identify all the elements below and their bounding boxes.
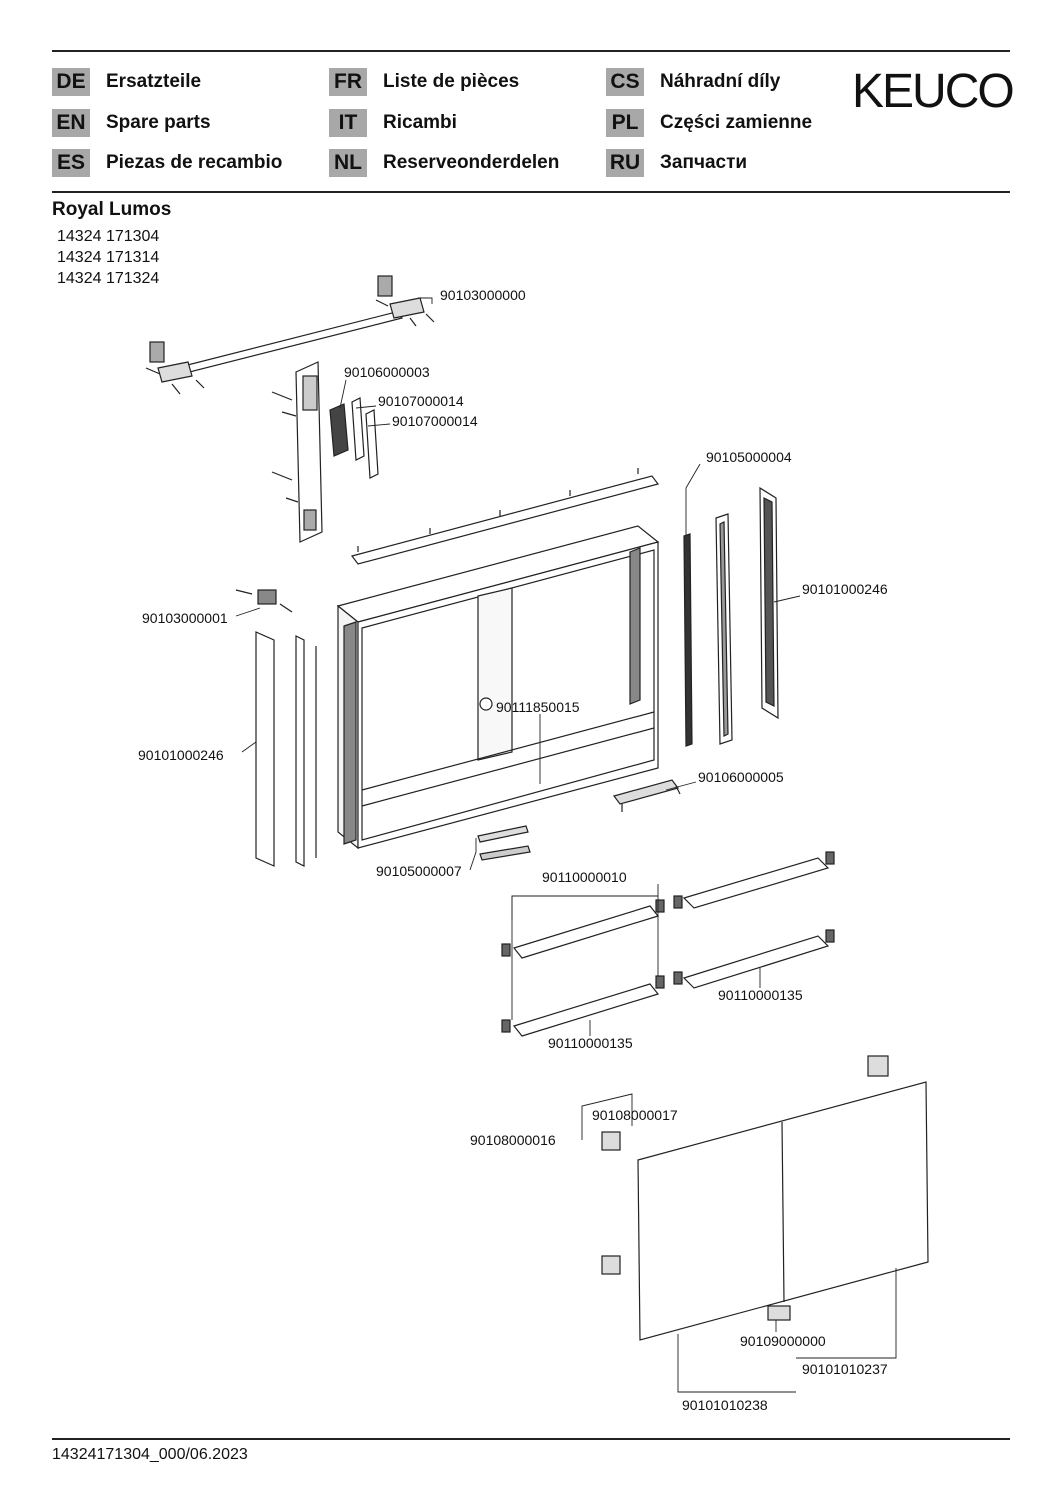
part-number-label: 90107000014 — [392, 413, 478, 429]
language-entry-fr: FR Liste de pièces — [329, 67, 519, 97]
part-number-label: 90103000001 — [142, 610, 228, 626]
part-number-label: 90105000007 — [376, 863, 462, 879]
part-number-label: 90101010238 — [682, 1397, 768, 1413]
bottom-light-strip-drawing — [477, 825, 531, 861]
language-entry-es: ES Piezas de recambio — [52, 148, 282, 178]
part-number-label: 90103000000 — [440, 287, 526, 303]
language-code-badge: FR — [329, 68, 367, 96]
language-code-badge: NL — [329, 149, 367, 177]
language-label: Reserveonderdelen — [383, 152, 560, 173]
language-label: Запчасти — [660, 152, 748, 173]
language-code-badge: PL — [606, 109, 644, 137]
right-side-parts-drawing — [683, 486, 779, 747]
control-profile-drawing — [271, 361, 323, 543]
article-number: 14324 171304 — [57, 228, 160, 245]
language-code-badge: IT — [329, 109, 367, 137]
glass-shelves-drawing — [501, 851, 835, 1037]
language-label: Części zamienne — [660, 112, 813, 133]
part-number-label: 90101000246 — [802, 581, 888, 597]
part-number-label: 90111850015 — [496, 699, 580, 715]
language-entry-nl: NL Reserveonderdelen — [329, 148, 559, 178]
cabinet-body-drawing — [336, 525, 660, 850]
part-number-label: 90110000010 — [542, 869, 627, 885]
language-entry-it: IT Ricambi — [329, 108, 457, 138]
product-name: Royal Lumos — [52, 199, 172, 220]
part-number-label: 90109000000 — [740, 1333, 826, 1349]
article-number: 14324 171324 — [57, 270, 160, 287]
language-label: Liste de pièces — [383, 71, 520, 92]
brand-logo: KEUCO — [852, 65, 1015, 118]
article-number: 14324 171314 — [57, 249, 160, 266]
part-number-label: 90101010237 — [802, 1361, 888, 1377]
language-entry-en: EN Spare parts — [52, 108, 211, 138]
part-number-label: 90110000135 — [548, 1035, 633, 1051]
language-entry-pl: PL Części zamienne — [606, 108, 812, 138]
language-entry-ru: RU Запчасти — [606, 148, 747, 178]
header-top-rule — [52, 50, 1010, 52]
language-code-badge: ES — [52, 149, 90, 177]
language-code-badge: DE — [52, 68, 90, 96]
part-number-label: 90106000003 — [344, 364, 430, 380]
part-number-label: 90108000016 — [470, 1132, 556, 1148]
mirror-doors-drawing — [601, 1055, 929, 1341]
top-light-strip-drawing — [350, 468, 660, 565]
language-entry-de: DE Ersatzteile — [52, 67, 201, 97]
part-number-label: 90107000014 — [378, 393, 464, 409]
language-code-badge: RU — [606, 149, 644, 177]
part-number-label: 90101000246 — [138, 747, 224, 763]
part-number-label: 90105000004 — [706, 449, 792, 465]
left-side-parts-drawing — [235, 589, 317, 867]
language-label: Piezas de recambio — [106, 152, 283, 173]
language-entry-cs: CS Náhradní díly — [606, 67, 780, 97]
part-number-label: 90110000135 — [718, 987, 803, 1003]
document-code: 14324171304_000/06.2023 — [52, 1446, 248, 1463]
part-number-label: 90106000005 — [698, 769, 784, 785]
control-unit-drawing — [329, 397, 379, 479]
footer-rule — [52, 1438, 1010, 1440]
language-label: Ersatzteile — [106, 71, 202, 92]
top-profile-drawing — [145, 275, 435, 395]
language-label: Ricambi — [383, 112, 457, 133]
language-code-badge: CS — [606, 68, 644, 96]
leader-lines — [235, 297, 897, 1393]
language-code-badge: EN — [52, 109, 90, 137]
part-number-label: 90108000017 — [592, 1107, 678, 1123]
language-label: Náhradní díly — [660, 71, 781, 92]
header-bottom-rule — [52, 191, 1010, 193]
language-label: Spare parts — [106, 112, 211, 133]
socket-strip-drawing — [612, 779, 681, 812]
